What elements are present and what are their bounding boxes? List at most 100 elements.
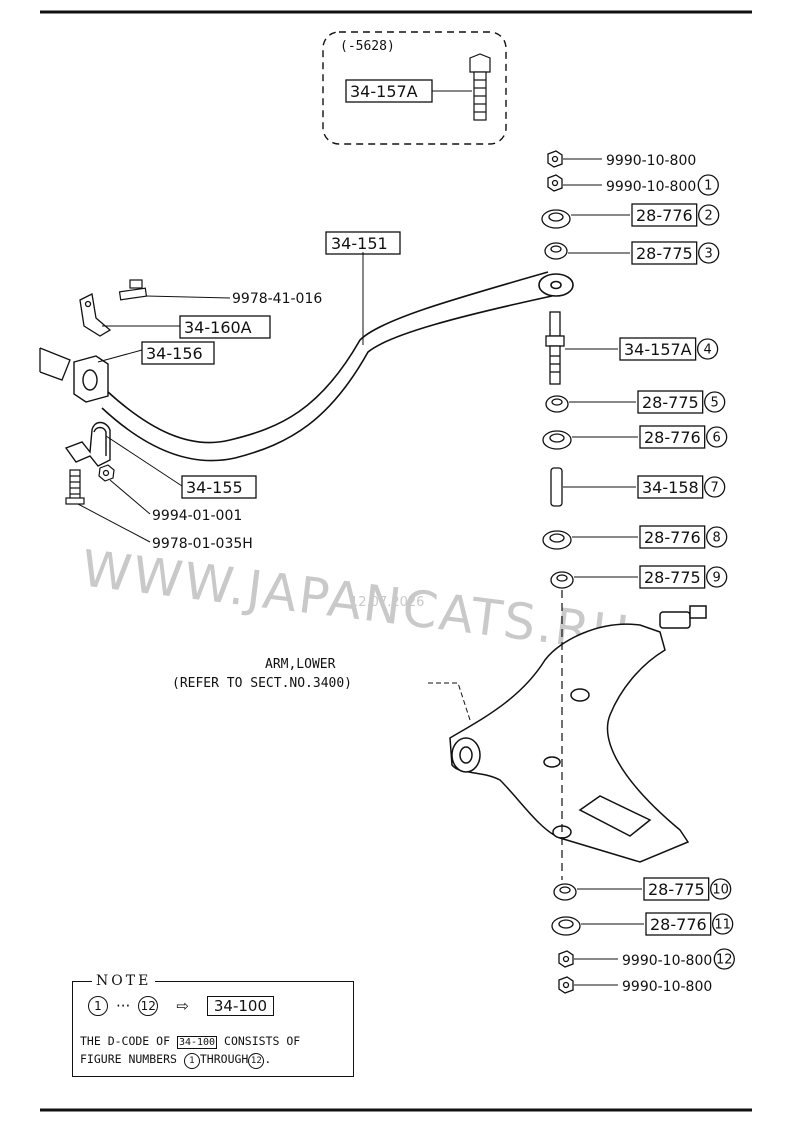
part-number-box xyxy=(631,241,698,265)
rubber-bushing-icon xyxy=(550,571,574,589)
nut-icon xyxy=(558,976,574,994)
figure-number: 9 xyxy=(713,571,721,586)
part-number-box xyxy=(639,525,706,549)
variant-part-label: 34-157A xyxy=(350,82,418,101)
clamp-bolt-label: 9978-01-035H xyxy=(152,536,253,552)
note-dots: ··· xyxy=(116,997,131,1015)
clamp-part-label: 34-155 xyxy=(186,478,243,497)
note-text: THE D-CODE OF 34-100 CONSISTS OF FIGURE … xyxy=(80,1033,350,1069)
washer-icon xyxy=(542,430,572,450)
part-number-label: 28-776 xyxy=(636,206,693,225)
note-text-code: 34-100 xyxy=(176,1036,218,1049)
note-text-to: 12 xyxy=(248,1053,265,1069)
arrow-right-icon: ⇨ xyxy=(176,997,189,1015)
variant-label: (-5628) xyxy=(340,39,395,54)
figure-number: 11 xyxy=(714,918,731,933)
part-number-box xyxy=(637,390,704,414)
bracket-icon xyxy=(79,293,112,337)
right-part-icons xyxy=(541,150,581,994)
part-number-label: 28-775 xyxy=(636,244,693,263)
part-number-label: 9990-10-800 xyxy=(622,953,712,969)
part-number-label: 28-775 xyxy=(644,568,701,587)
figure-number-circle xyxy=(698,204,720,226)
note-text-a: THE D-CODE OF xyxy=(80,1034,171,1048)
part-number-label: 28-775 xyxy=(642,393,699,412)
figure-number: 3 xyxy=(705,247,713,262)
part-number-label: 34-158 xyxy=(642,478,699,497)
variant-stud-icon xyxy=(469,53,491,121)
part-number-label: 28-776 xyxy=(644,528,701,547)
figure-number-circle xyxy=(704,476,726,498)
note-text-b: CONSISTS OF xyxy=(224,1034,301,1048)
watermark-date: 12.07.2026 xyxy=(350,595,424,610)
figure-number-circle xyxy=(706,566,728,588)
figure-number: 5 xyxy=(711,396,719,411)
figure-number: 12 xyxy=(716,953,733,968)
bracket-bolt-icon xyxy=(118,279,148,301)
figure-number: 1 xyxy=(704,179,712,194)
rubber-bushing-icon xyxy=(544,242,568,260)
part-number-box xyxy=(645,912,712,936)
clamp-nut-icon xyxy=(98,464,115,482)
note-text-from: 1 xyxy=(183,1053,200,1069)
figure-number: 8 xyxy=(713,531,721,546)
part-number-label: 28-776 xyxy=(644,428,701,447)
stabilizer-part-label: 34-151 xyxy=(331,234,388,253)
figure-number-circle xyxy=(698,242,720,264)
part-number-label: 34-157A xyxy=(624,340,692,359)
spacer-tube-icon xyxy=(550,467,563,507)
note-text-c: FIGURE NUMBERS xyxy=(80,1052,177,1066)
figure-number: 4 xyxy=(703,343,711,358)
figure-number: 6 xyxy=(713,431,721,446)
figure-number: 7 xyxy=(711,481,719,496)
nut-icon xyxy=(558,950,574,968)
note-text-d: THROUGH xyxy=(199,1052,249,1066)
note-text-e: . xyxy=(264,1052,272,1066)
part-number-box xyxy=(639,425,706,449)
clamp-bolt-icon xyxy=(65,469,85,505)
note-to-number: 12 xyxy=(138,996,159,1016)
bushing-part-label: 34-156 xyxy=(146,344,203,363)
clamp-nut-label: 9994-01-001 xyxy=(152,508,242,524)
part-number-box xyxy=(619,337,697,361)
part-number-label: 9990-10-800 xyxy=(606,179,696,195)
note-box xyxy=(72,981,354,1077)
part-number-label: 9990-10-800 xyxy=(622,979,712,995)
bracket-part-box xyxy=(179,315,271,339)
bracket-part-label: 34-160A xyxy=(184,318,252,337)
part-number-box xyxy=(637,475,704,499)
note-target-code: 34-100 xyxy=(206,996,275,1016)
right-part-callouts: 9990-10-800 9990-10-800 1 28-776 2 28-775 3 34-… xyxy=(563,153,735,995)
variant-dashed-box xyxy=(322,31,507,145)
bushing-icon xyxy=(73,355,109,403)
bracket-bolt-label: 9978-41-016 xyxy=(232,291,322,307)
bushing-part-box xyxy=(141,341,215,365)
figure-number-circle xyxy=(697,174,719,196)
figure-number-circle xyxy=(706,526,728,548)
figure-number-circle xyxy=(710,878,732,900)
part-number-box xyxy=(631,203,698,227)
stabilizer-part-box xyxy=(325,231,401,255)
clamp-part-box xyxy=(181,475,257,499)
part-number-box xyxy=(643,877,710,901)
figure-number-circle xyxy=(696,338,719,360)
part-number-label: 28-776 xyxy=(650,915,707,934)
note-from-number: 1 xyxy=(88,996,108,1016)
note-summary: 1 ··· 12 ⇨ 34-100 xyxy=(88,996,275,1016)
nut-icon xyxy=(547,174,563,192)
part-number-label: 9990-10-800 xyxy=(606,153,696,169)
rubber-bushing-icon xyxy=(553,883,577,901)
stud-icon xyxy=(545,311,565,385)
clamp-icon xyxy=(64,421,111,467)
figure-number: 2 xyxy=(705,209,713,224)
note-title: NOTE xyxy=(92,973,156,989)
arm-label-line1: ARM,LOWER xyxy=(265,657,336,672)
rubber-bushing-icon xyxy=(545,395,569,413)
figure-number-circle xyxy=(712,913,734,935)
arm-label-line2: (REFER TO SECT.NO.3400) xyxy=(172,676,352,691)
figure-number: 10 xyxy=(712,883,729,898)
washer-icon xyxy=(542,530,572,550)
figure-number-circle xyxy=(704,391,726,413)
part-number-box xyxy=(639,565,706,589)
